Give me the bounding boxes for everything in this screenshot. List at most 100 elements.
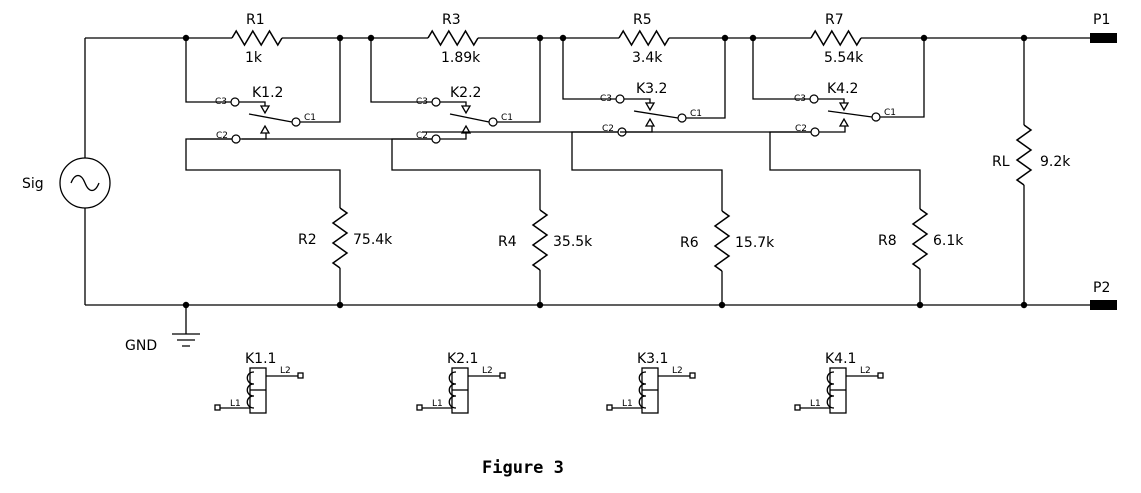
c3-wire [562,38,616,100]
coil-l2-label: L2 [482,366,493,376]
c1-wire [497,38,541,123]
series-resistor-value: 1.89k [441,50,481,66]
contact-c1 [291,117,301,127]
series-resistor-r3 [427,29,479,47]
c1-wire [880,38,925,118]
arm-c3 [239,101,266,106]
switch-arrow-down [644,102,656,112]
coil-name: K3.1 [637,351,668,367]
c2-wire [185,138,341,208]
coil-l2-label: L2 [672,366,683,376]
switch-name: K3.2 [636,81,667,97]
shunt-resistor-value: 6.1k [933,233,964,249]
arm-c3 [818,98,845,103]
port-p1-label: P1 [1093,12,1110,28]
shunt-resistor-r2 [331,207,349,269]
coil-terminal-l1[interactable] [606,404,613,411]
c3-wire [752,38,810,100]
contact-c3 [230,97,240,107]
c2-wire [391,138,541,210]
arm-c3 [624,98,651,103]
coil-l1-label: L1 [230,399,241,409]
junction-dots [182,34,1028,309]
port-p2-label: P2 [1093,280,1110,296]
switch-arrow-down [259,105,271,115]
contact-c1-label: C1 [690,109,702,119]
load-resistor [1015,124,1033,186]
arm-c2 [240,133,267,140]
arm-c2 [819,126,846,133]
contact-c2 [431,134,441,144]
load-resistor-value: 9.2k [1040,154,1071,170]
switch-arrow-down [838,102,850,112]
series-resistor-value: 5.54k [824,50,864,66]
shunt-resistor-r6 [713,210,731,272]
series-resistor-value: 1k [245,50,263,66]
series-resistor-r5 [618,29,670,47]
arm-c2 [626,126,653,133]
switch-name: K2.2 [450,85,481,101]
c3-wire [185,38,231,103]
c2-wire [769,131,921,209]
switch-name: K4.2 [827,81,858,97]
port-p2-terminal[interactable] [1090,300,1117,310]
series-resistor-value: 3.4k [632,50,663,66]
contact-c3 [809,94,819,104]
port-p1-terminal[interactable] [1090,33,1117,43]
coil-l1-label: L1 [622,399,633,409]
contact-c3-label: C3 [600,94,612,104]
source-label: Sig [22,176,44,192]
shunt-resistor-r8 [911,208,929,270]
series-resistor-r1 [231,29,283,47]
coil-name: K4.1 [825,351,856,367]
shunt-resistor-value: 35.5k [553,234,593,250]
coil-name: K2.1 [447,351,478,367]
c3-wire [370,38,432,103]
coil-terminal-l2[interactable] [877,372,884,379]
coil-terminal-l1[interactable] [214,404,221,411]
contact-c1 [677,113,687,123]
coil-terminal-l2[interactable] [297,372,304,379]
shunt-resistor-name: R8 [878,233,897,249]
shunt-resistor-name: R2 [298,232,317,248]
shunt-resistor-name: R4 [498,234,517,250]
relay-coil [416,367,506,414]
relay-coil [606,367,696,414]
relay-coil [794,367,884,414]
c2-wire [571,131,723,211]
rails [84,37,1090,347]
series-resistor-name: R5 [633,12,652,28]
contact-c2-label: C2 [795,124,807,134]
switch-wiper [633,110,679,119]
switch-wiper [827,110,873,118]
switch-wiper [449,113,490,123]
coil-terminal-l2[interactable] [499,372,506,379]
arm-c2 [440,133,467,140]
switch-arrow-up [838,117,850,127]
contact-c3 [615,94,625,104]
contact-c1 [871,112,881,122]
switch-wiper [248,113,293,123]
coil-terminal-l1[interactable] [416,404,423,411]
shunt-resistor-value: 15.7k [735,235,775,251]
series-resistor-name: R3 [442,12,461,28]
coil-terminal-l1[interactable] [794,404,801,411]
contact-c1-label: C1 [884,108,896,118]
contact-c1 [488,117,498,127]
shunt-resistor-r4 [531,209,549,271]
contact-c3-label: C3 [794,94,806,104]
coil-l2-label: L2 [860,366,871,376]
coil-terminal-l2[interactable] [689,372,696,379]
series-resistor-name: R7 [825,12,844,28]
contact-c1-label: C1 [304,113,316,123]
series-resistor-name: R1 [246,12,265,28]
contact-c2 [231,134,241,144]
contact-c1-label: C1 [501,113,513,123]
coil-l1-label: L1 [432,399,443,409]
shunt-resistor-value: 75.4k [353,232,393,248]
